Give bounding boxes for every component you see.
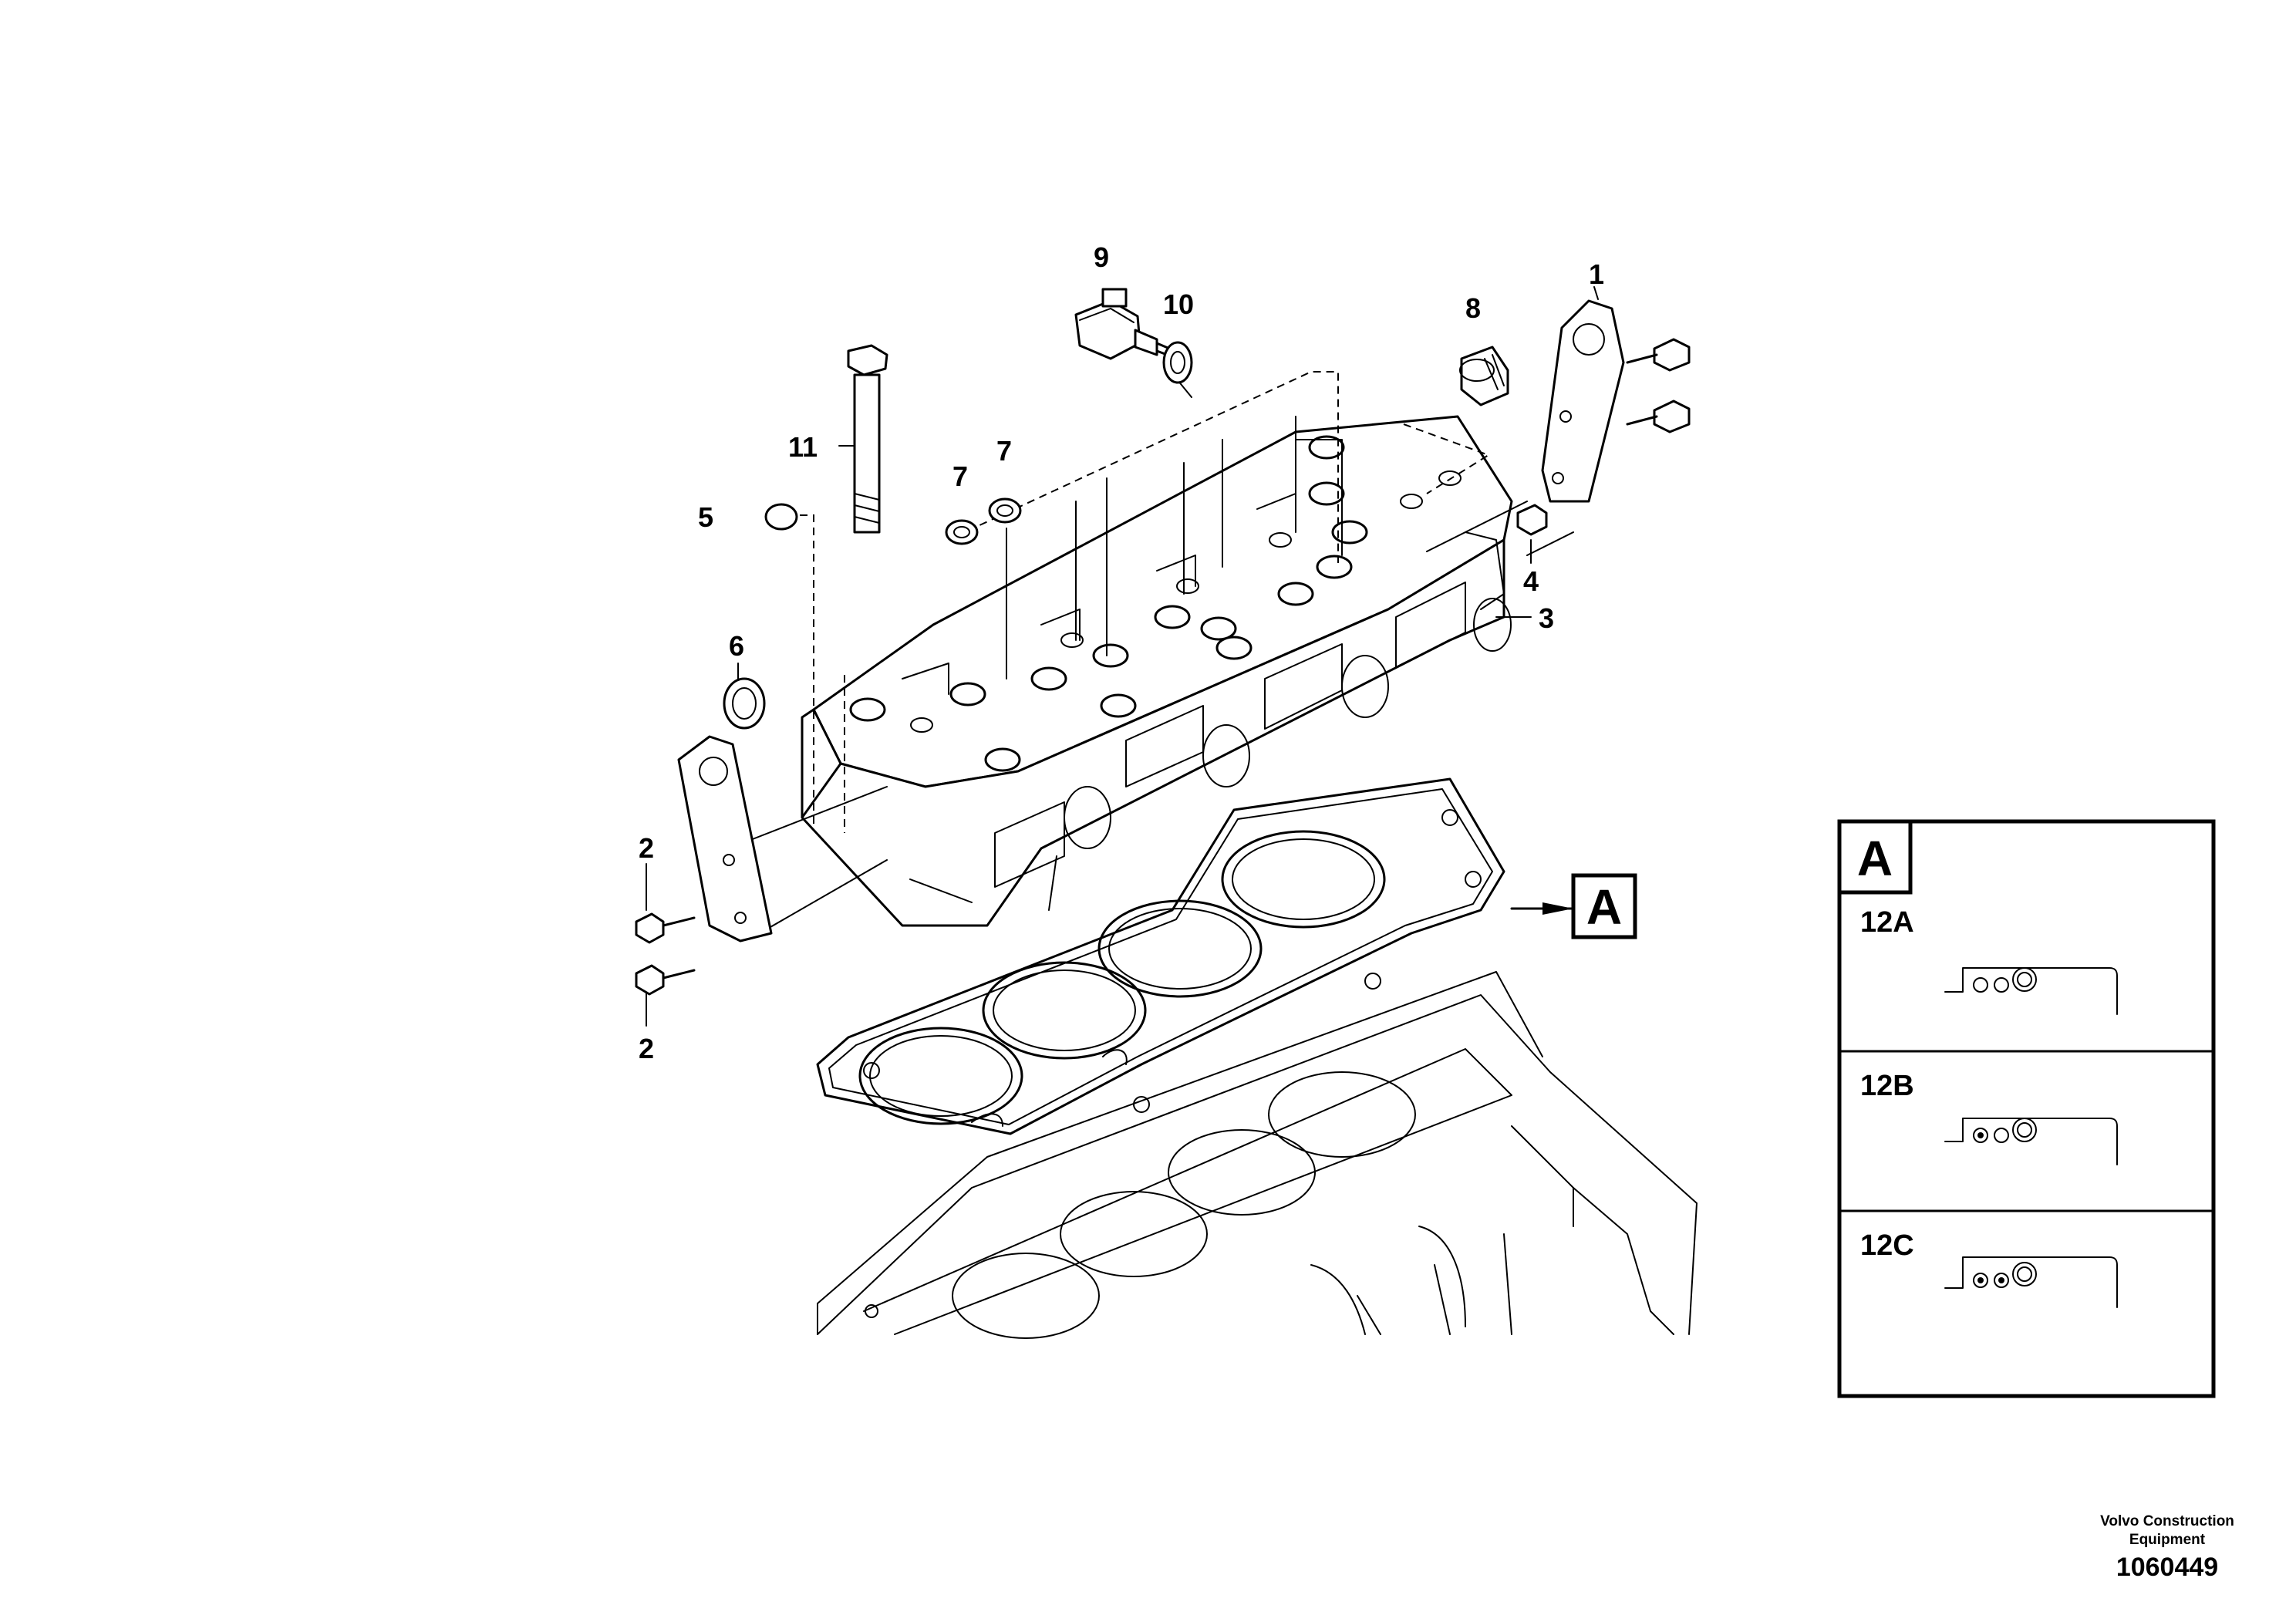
dashed-leader-10-box	[967, 371, 1339, 563]
callout-2-lower: 2	[639, 1033, 654, 1064]
part-2-bolt-lower	[635, 964, 696, 996]
cylinder-head	[801, 415, 1513, 927]
callout-7-left: 7	[952, 460, 968, 492]
seal-variant-symbol	[1944, 1256, 2118, 1308]
part-7-seal-right	[988, 497, 1022, 524]
callout-2-upper: 2	[639, 832, 654, 864]
part-10-sealing-washer	[1162, 341, 1193, 384]
credit-line-2: Equipment	[2129, 1532, 2206, 1548]
footer: Volvo Construction Equipment 1060449	[2100, 1513, 2234, 1582]
part-9-temperature-sensor	[1074, 288, 1189, 364]
callout-3: 3	[1539, 602, 1554, 634]
part-8-plug	[1459, 346, 1509, 406]
part-6-seal-ring	[723, 677, 766, 730]
part-11-cylinder-head-bolt	[847, 344, 888, 534]
dashed-leader-8	[1403, 423, 1491, 494]
dashed-leader-5	[800, 514, 814, 825]
valve-bores	[849, 435, 1462, 772]
callout-labels: 1 2 2 3 4 5 6 7 7 8 9 10 11	[639, 241, 1604, 1064]
part-5-plug	[764, 503, 798, 531]
callout-6: 6	[729, 630, 744, 662]
engine-block	[817, 971, 1698, 1339]
legend-code: 12A	[1860, 906, 1914, 939]
legend-code: 12C	[1860, 1229, 1914, 1262]
callout-1: 1	[1589, 258, 1604, 290]
part-1-bolts	[1626, 338, 1691, 433]
callout-11: 11	[788, 431, 818, 463]
part-2-lifting-eye-left	[677, 735, 773, 943]
legend-label: A	[1857, 831, 1893, 886]
part-4-nut	[1516, 504, 1548, 536]
legend-item-12C: 12C	[1860, 1229, 2118, 1308]
part-2-bolt-upper	[635, 912, 696, 944]
callout-10: 10	[1163, 288, 1194, 320]
part-7-seal-left	[945, 519, 979, 545]
callout-9: 9	[1094, 241, 1109, 273]
credit-line-1: Volvo Construction	[2100, 1513, 2234, 1529]
callout-7-right: 7	[996, 435, 1012, 467]
callout-5: 5	[698, 501, 713, 533]
legend-code: 12B	[1860, 1070, 1914, 1102]
callout-8: 8	[1465, 292, 1481, 324]
legend-panel: A 12A 12B 12C	[1837, 819, 2216, 1398]
detail-reference-label: A	[1586, 879, 1622, 935]
legend-item-12B: 12B	[1860, 1070, 2118, 1165]
seal-variant-symbol	[1944, 1118, 2118, 1165]
legend-item-12A: 12A	[1860, 906, 2118, 1015]
detail-reference-box: A	[1571, 873, 1637, 939]
callout-4: 4	[1523, 565, 1539, 597]
part-1-lifting-eye	[1541, 299, 1625, 503]
leader-lines	[646, 286, 1599, 1027]
seal-variant-symbol	[1944, 967, 2118, 1015]
cylinder-head-gasket	[816, 777, 1505, 1135]
document-number: 1060449	[2116, 1553, 2218, 1582]
